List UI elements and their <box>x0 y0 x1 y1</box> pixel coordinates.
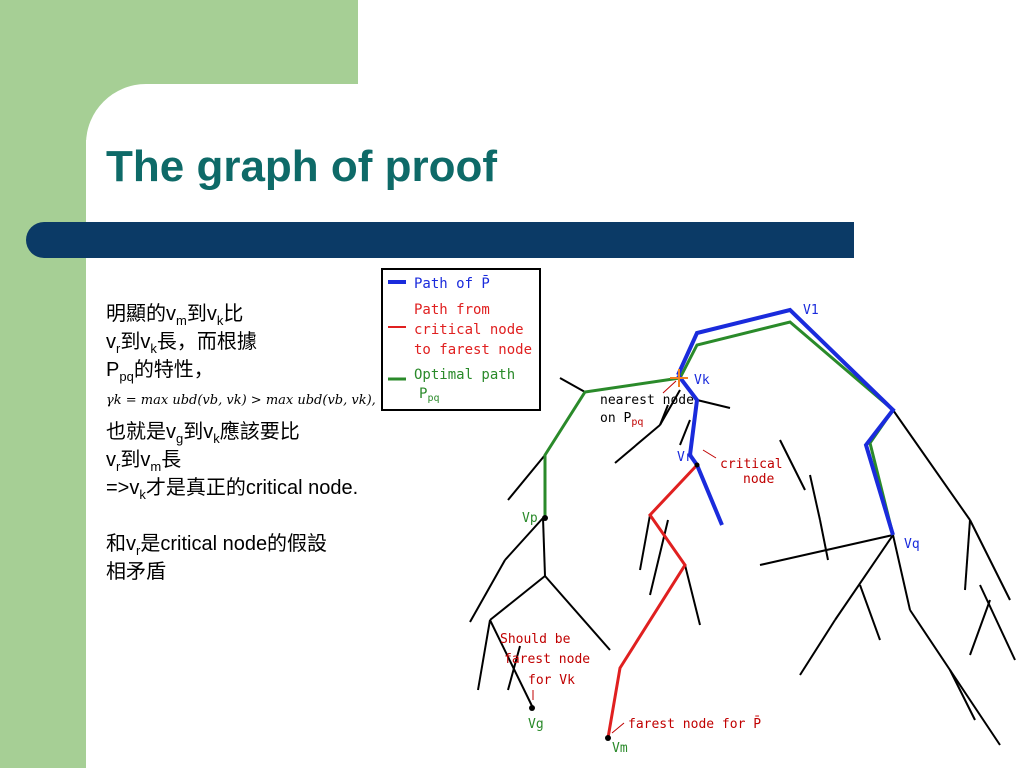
edge-black <box>639 514 651 571</box>
edge-black <box>679 419 691 446</box>
edge-black <box>696 399 731 409</box>
blue-path-lower <box>676 373 724 526</box>
text-line-2: vr到vk長，而根據 <box>106 331 257 356</box>
edge-black <box>559 377 586 393</box>
label-critical-1: critical <box>720 457 783 472</box>
edge-black <box>964 519 971 591</box>
edge-black <box>949 669 976 721</box>
edge-black <box>969 599 991 656</box>
label-vm: Vm <box>612 741 628 756</box>
edge-black <box>834 534 894 621</box>
edge-black <box>892 409 971 521</box>
label-vk: Vk <box>694 373 710 388</box>
edge-black <box>969 519 1011 601</box>
label-should-2: farest node <box>504 652 590 667</box>
edge-black <box>779 439 806 491</box>
text-line-1: 明顯的vm到vk比 <box>106 303 244 328</box>
edge-black <box>979 584 1016 661</box>
label-should-1: Should be <box>500 632 571 647</box>
edge-black <box>799 619 836 676</box>
edge-black <box>809 474 821 521</box>
label-vg: Vg <box>528 717 544 732</box>
edge-black <box>649 519 669 596</box>
label-v1: V1 <box>803 303 819 318</box>
legend-box <box>381 268 541 411</box>
red-path <box>606 463 699 739</box>
legend-green-label: Optimal path <box>414 367 515 383</box>
edge-black <box>659 404 669 426</box>
edge-black <box>614 424 661 464</box>
node-vm <box>605 735 611 741</box>
legend-red-label-3: to farest node <box>414 342 532 358</box>
text-line-8: 相矛盾 <box>106 561 166 583</box>
edge-black <box>507 454 546 501</box>
tree-edges <box>469 377 1016 746</box>
edge-black <box>504 517 544 561</box>
edge-black <box>469 559 506 623</box>
text-line-7: 和vr是critical node的假設 <box>106 533 328 558</box>
pointer-farest <box>611 722 625 734</box>
edge-black <box>819 519 829 561</box>
text-line-4: 也就是vg到vk應該要比 <box>106 421 300 446</box>
legend-blue-label: Path of P̄ <box>414 274 490 292</box>
edge-black <box>542 517 546 577</box>
content-panel <box>86 84 1024 768</box>
edge-black <box>507 645 521 691</box>
node-vg <box>529 705 535 711</box>
background-green-strip <box>0 0 86 768</box>
edge-black <box>684 564 701 626</box>
pointer-critical <box>702 449 717 459</box>
explanation-text: 明顯的vm到vk比 vr到vk長，而根據 Ppq的特性， γk = max ub… <box>106 300 486 586</box>
label-critical-2: node <box>743 472 774 487</box>
text-line-3: Ppq的特性， <box>106 359 214 384</box>
pointer-nearest <box>662 380 677 394</box>
text-line-6: =>vk才是真正的critical node. <box>106 477 359 502</box>
edge-black <box>544 575 611 651</box>
legend-red-label-2: critical node <box>414 322 524 338</box>
green-path <box>543 320 896 536</box>
edge-vp-upper <box>544 391 586 518</box>
label-nearest-1: nearest node <box>600 393 694 408</box>
legend-green-sub: Ppq <box>419 386 439 404</box>
blue-path-upper <box>676 307 896 536</box>
label-should-3: for Vk <box>528 673 575 688</box>
edge-black <box>489 619 533 707</box>
slide-title: The graph of proof <box>106 142 498 191</box>
label-vq: Vq <box>904 537 920 552</box>
label-nearest-2: on Ppq <box>600 411 643 428</box>
node-vr <box>694 462 700 468</box>
vk-marker-icon <box>670 369 688 387</box>
title-divider-bar <box>26 222 854 258</box>
label-farest: farest node for P̄ <box>628 717 761 732</box>
edge-black <box>489 575 546 621</box>
label-vr: Vr <box>677 450 693 465</box>
legend-red-label-1: Path from <box>414 302 490 318</box>
text-line-5: vr到vm長 <box>106 449 182 474</box>
edge-black <box>909 609 1001 746</box>
label-vp: Vp <box>522 511 538 526</box>
edge-black <box>859 584 881 641</box>
equation: γk = max ubd(vb, vk) > max ubd(vb, vk), <box>106 393 376 408</box>
edge-black <box>892 534 911 611</box>
edge-black <box>477 619 491 691</box>
node-vp <box>542 515 548 521</box>
